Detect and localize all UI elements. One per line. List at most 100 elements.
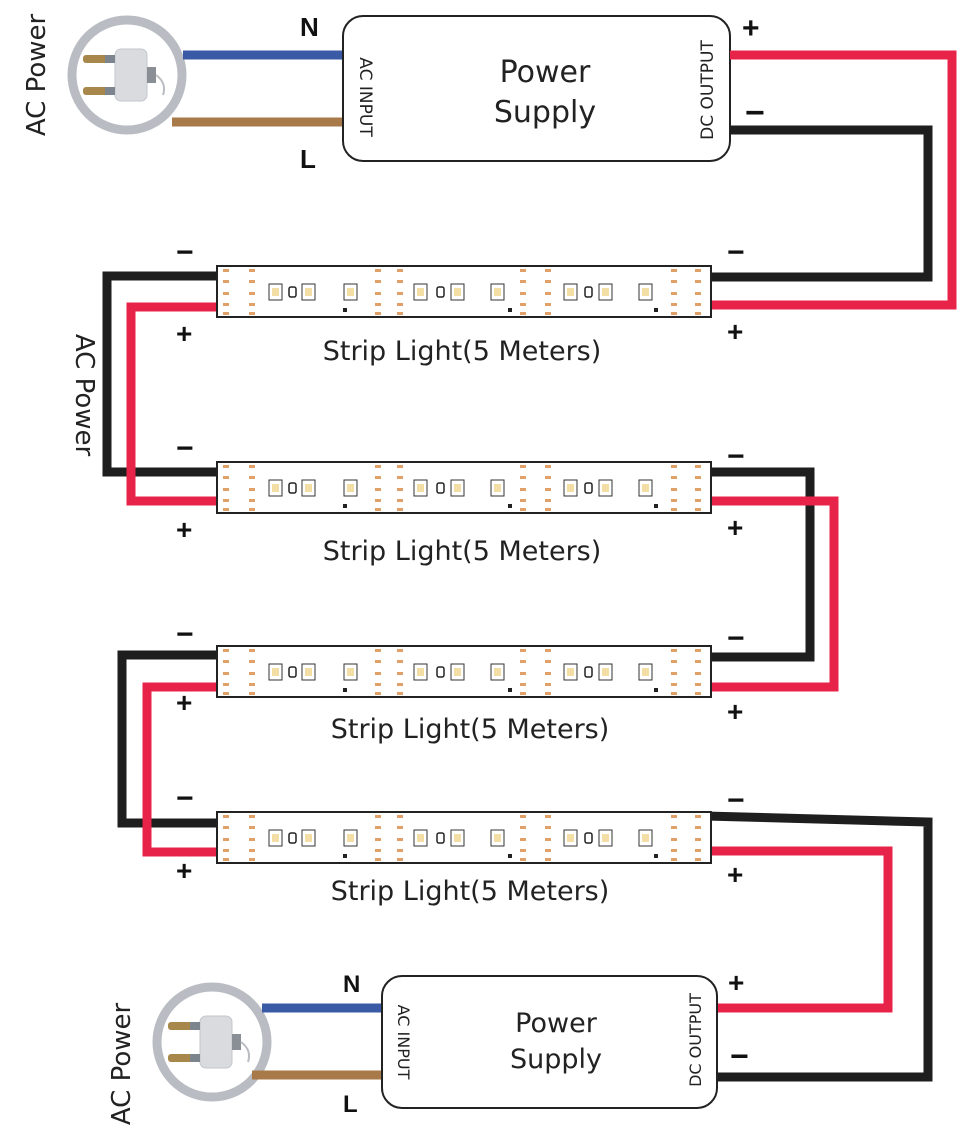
copper-pad — [545, 508, 551, 511]
copper-pad — [671, 683, 677, 686]
copper-pad — [397, 499, 403, 502]
copper-pad — [375, 476, 381, 479]
copper-pad — [545, 849, 551, 852]
led-emitter — [602, 834, 609, 842]
copper-pad — [397, 858, 403, 861]
led-emitter — [305, 484, 312, 492]
copper-pad — [520, 815, 526, 818]
copper-pad — [520, 672, 526, 675]
wire-neg-s3-s4 — [117, 650, 218, 828]
strip-minus-right: − — [727, 440, 745, 473]
copper-pad — [223, 672, 229, 675]
led-emitter — [602, 288, 609, 296]
copper-pad — [223, 312, 229, 315]
copper-pad — [375, 660, 381, 663]
copper-pad — [695, 499, 701, 502]
copper-pad — [249, 292, 255, 295]
strip-body — [216, 461, 712, 514]
copper-pad — [397, 672, 403, 675]
copper-pad — [223, 488, 229, 491]
copper-pad — [671, 838, 677, 841]
strip-plus-right: + — [727, 512, 743, 543]
copper-pad — [695, 649, 701, 652]
copper-pad — [249, 280, 255, 283]
strip-leds — [223, 815, 701, 861]
top-psu-plus: + — [742, 12, 760, 45]
copper-pad — [545, 858, 551, 861]
copper-pad — [397, 849, 403, 852]
copper-pad — [397, 269, 403, 272]
top-power-section: AC Power N L Power Supply AC INPUT DC OU… — [22, 12, 957, 310]
copper-pad — [545, 465, 551, 468]
bottom-psu-plus: + — [728, 967, 744, 998]
copper-pad — [375, 303, 381, 306]
copper-pad — [520, 692, 526, 695]
polarity-mark — [654, 504, 658, 508]
copper-pad — [671, 692, 677, 695]
copper-pad — [249, 849, 255, 852]
copper-pad — [671, 508, 677, 511]
copper-pad — [695, 292, 701, 295]
copper-pad — [375, 858, 381, 861]
copper-pad — [520, 292, 526, 295]
top-n-label: N — [300, 12, 319, 42]
copper-pad — [695, 476, 701, 479]
strip-plus-left: + — [176, 855, 192, 886]
copper-pad — [520, 849, 526, 852]
top-positive-wire — [705, 50, 957, 310]
led-emitter — [347, 484, 354, 492]
top-ac-input-label: AC INPUT — [355, 57, 375, 137]
copper-pad — [375, 292, 381, 295]
bottom-l-label: L — [343, 1091, 358, 1118]
plug-icon — [72, 20, 182, 130]
led-emitter — [642, 288, 649, 296]
copper-pad — [671, 858, 677, 861]
wire-pos-s1-s2 — [126, 302, 218, 506]
strip-minus-right: − — [727, 236, 745, 269]
copper-pad — [223, 476, 229, 479]
strip-minus-left: − — [176, 236, 194, 269]
resistor — [584, 832, 593, 844]
side-ac-power-label: AC Power — [69, 334, 99, 457]
copper-pad — [223, 838, 229, 841]
led-emitter — [305, 288, 312, 296]
copper-pad — [397, 815, 403, 818]
led-emitter — [602, 484, 609, 492]
copper-pad — [545, 476, 551, 479]
bottom-power-supply-box — [381, 975, 718, 1109]
copper-pad — [375, 312, 381, 315]
copper-pad — [249, 815, 255, 818]
copper-pad — [375, 849, 381, 852]
led-emitter — [454, 668, 461, 676]
led-emitter — [642, 668, 649, 676]
top-psu-title-line1: Power — [500, 55, 591, 90]
copper-pad — [397, 826, 403, 829]
copper-pad — [695, 672, 701, 675]
copper-pad — [520, 269, 526, 272]
led-emitter — [642, 484, 649, 492]
copper-pad — [520, 312, 526, 315]
copper-pad — [545, 488, 551, 491]
polarity-mark — [654, 308, 658, 312]
copper-pad — [249, 858, 255, 861]
copper-pad — [249, 476, 255, 479]
led-emitter — [272, 288, 279, 296]
top-l-label: L — [300, 144, 316, 174]
top-dc-output-label: DC OUTPUT — [698, 40, 718, 140]
copper-pad — [695, 849, 701, 852]
copper-pad — [545, 649, 551, 652]
led-emitter — [494, 834, 501, 842]
copper-pad — [695, 269, 701, 272]
copper-pad — [249, 508, 255, 511]
copper-pad — [223, 649, 229, 652]
strip-label: Strip Light(5 Meters) — [323, 536, 602, 567]
copper-pad — [671, 488, 677, 491]
copper-pad — [671, 303, 677, 306]
wire-pos-s4-psu — [705, 846, 893, 1013]
top-negative-wire — [705, 125, 933, 282]
copper-pad — [695, 826, 701, 829]
copper-pad — [671, 849, 677, 852]
copper-pad — [223, 508, 229, 511]
copper-pad — [397, 838, 403, 841]
